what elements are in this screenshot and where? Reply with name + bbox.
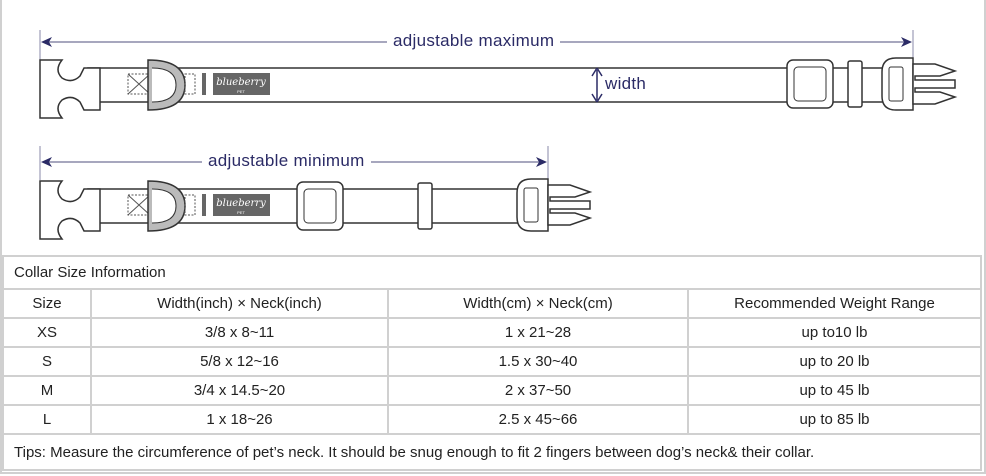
svg-text:PET: PET bbox=[237, 89, 245, 94]
cell: XS bbox=[2, 317, 92, 348]
collar-diagram: blueberry PET blueberry PET bbox=[39, 30, 958, 240]
svg-text:blueberry: blueberry bbox=[216, 77, 266, 88]
header-inch: Width(inch) × Neck(inch) bbox=[90, 288, 389, 319]
header-weight: Recommended Weight Range bbox=[687, 288, 982, 319]
svg-text:blueberry: blueberry bbox=[216, 198, 266, 209]
size-table: Collar Size Information Size Width(inch)… bbox=[2, 255, 982, 471]
width-label: width bbox=[605, 74, 647, 94]
header-cm: Width(cm) × Neck(cm) bbox=[387, 288, 689, 319]
cell: up to 45 lb bbox=[687, 375, 982, 406]
table-header: Size Width(inch) × Neck(inch) Width(cm) … bbox=[2, 288, 982, 319]
header-size: Size bbox=[2, 288, 92, 319]
cell: up to 20 lb bbox=[687, 346, 982, 377]
cell: L bbox=[2, 404, 92, 435]
max-label: adjustable maximum bbox=[387, 31, 561, 51]
cell: S bbox=[2, 346, 92, 377]
cell: 3/8 x 8~11 bbox=[90, 317, 389, 348]
tips-text: Tips: Measure the circumference of pet’s… bbox=[2, 433, 982, 471]
cell: M bbox=[2, 375, 92, 406]
cell: up to 85 lb bbox=[687, 404, 982, 435]
cell: 1 x 18~26 bbox=[90, 404, 389, 435]
cell: 1 x 21~28 bbox=[387, 317, 689, 348]
cell: up to10 lb bbox=[687, 317, 982, 348]
collar-min: blueberry PET bbox=[39, 178, 593, 240]
logo-badge bbox=[213, 73, 270, 95]
min-label: adjustable minimum bbox=[202, 151, 371, 171]
cell: 2 x 37~50 bbox=[387, 375, 689, 406]
table-title: Collar Size Information bbox=[2, 255, 982, 290]
svg-text:PET: PET bbox=[237, 210, 245, 215]
collar-max: blueberry PET bbox=[39, 57, 958, 119]
cell: 1.5 x 30~40 bbox=[387, 346, 689, 377]
cell: 5/8 x 12~16 bbox=[90, 346, 389, 377]
cell: 2.5 x 45~66 bbox=[387, 404, 689, 435]
cell: 3/4 x 14.5~20 bbox=[90, 375, 389, 406]
